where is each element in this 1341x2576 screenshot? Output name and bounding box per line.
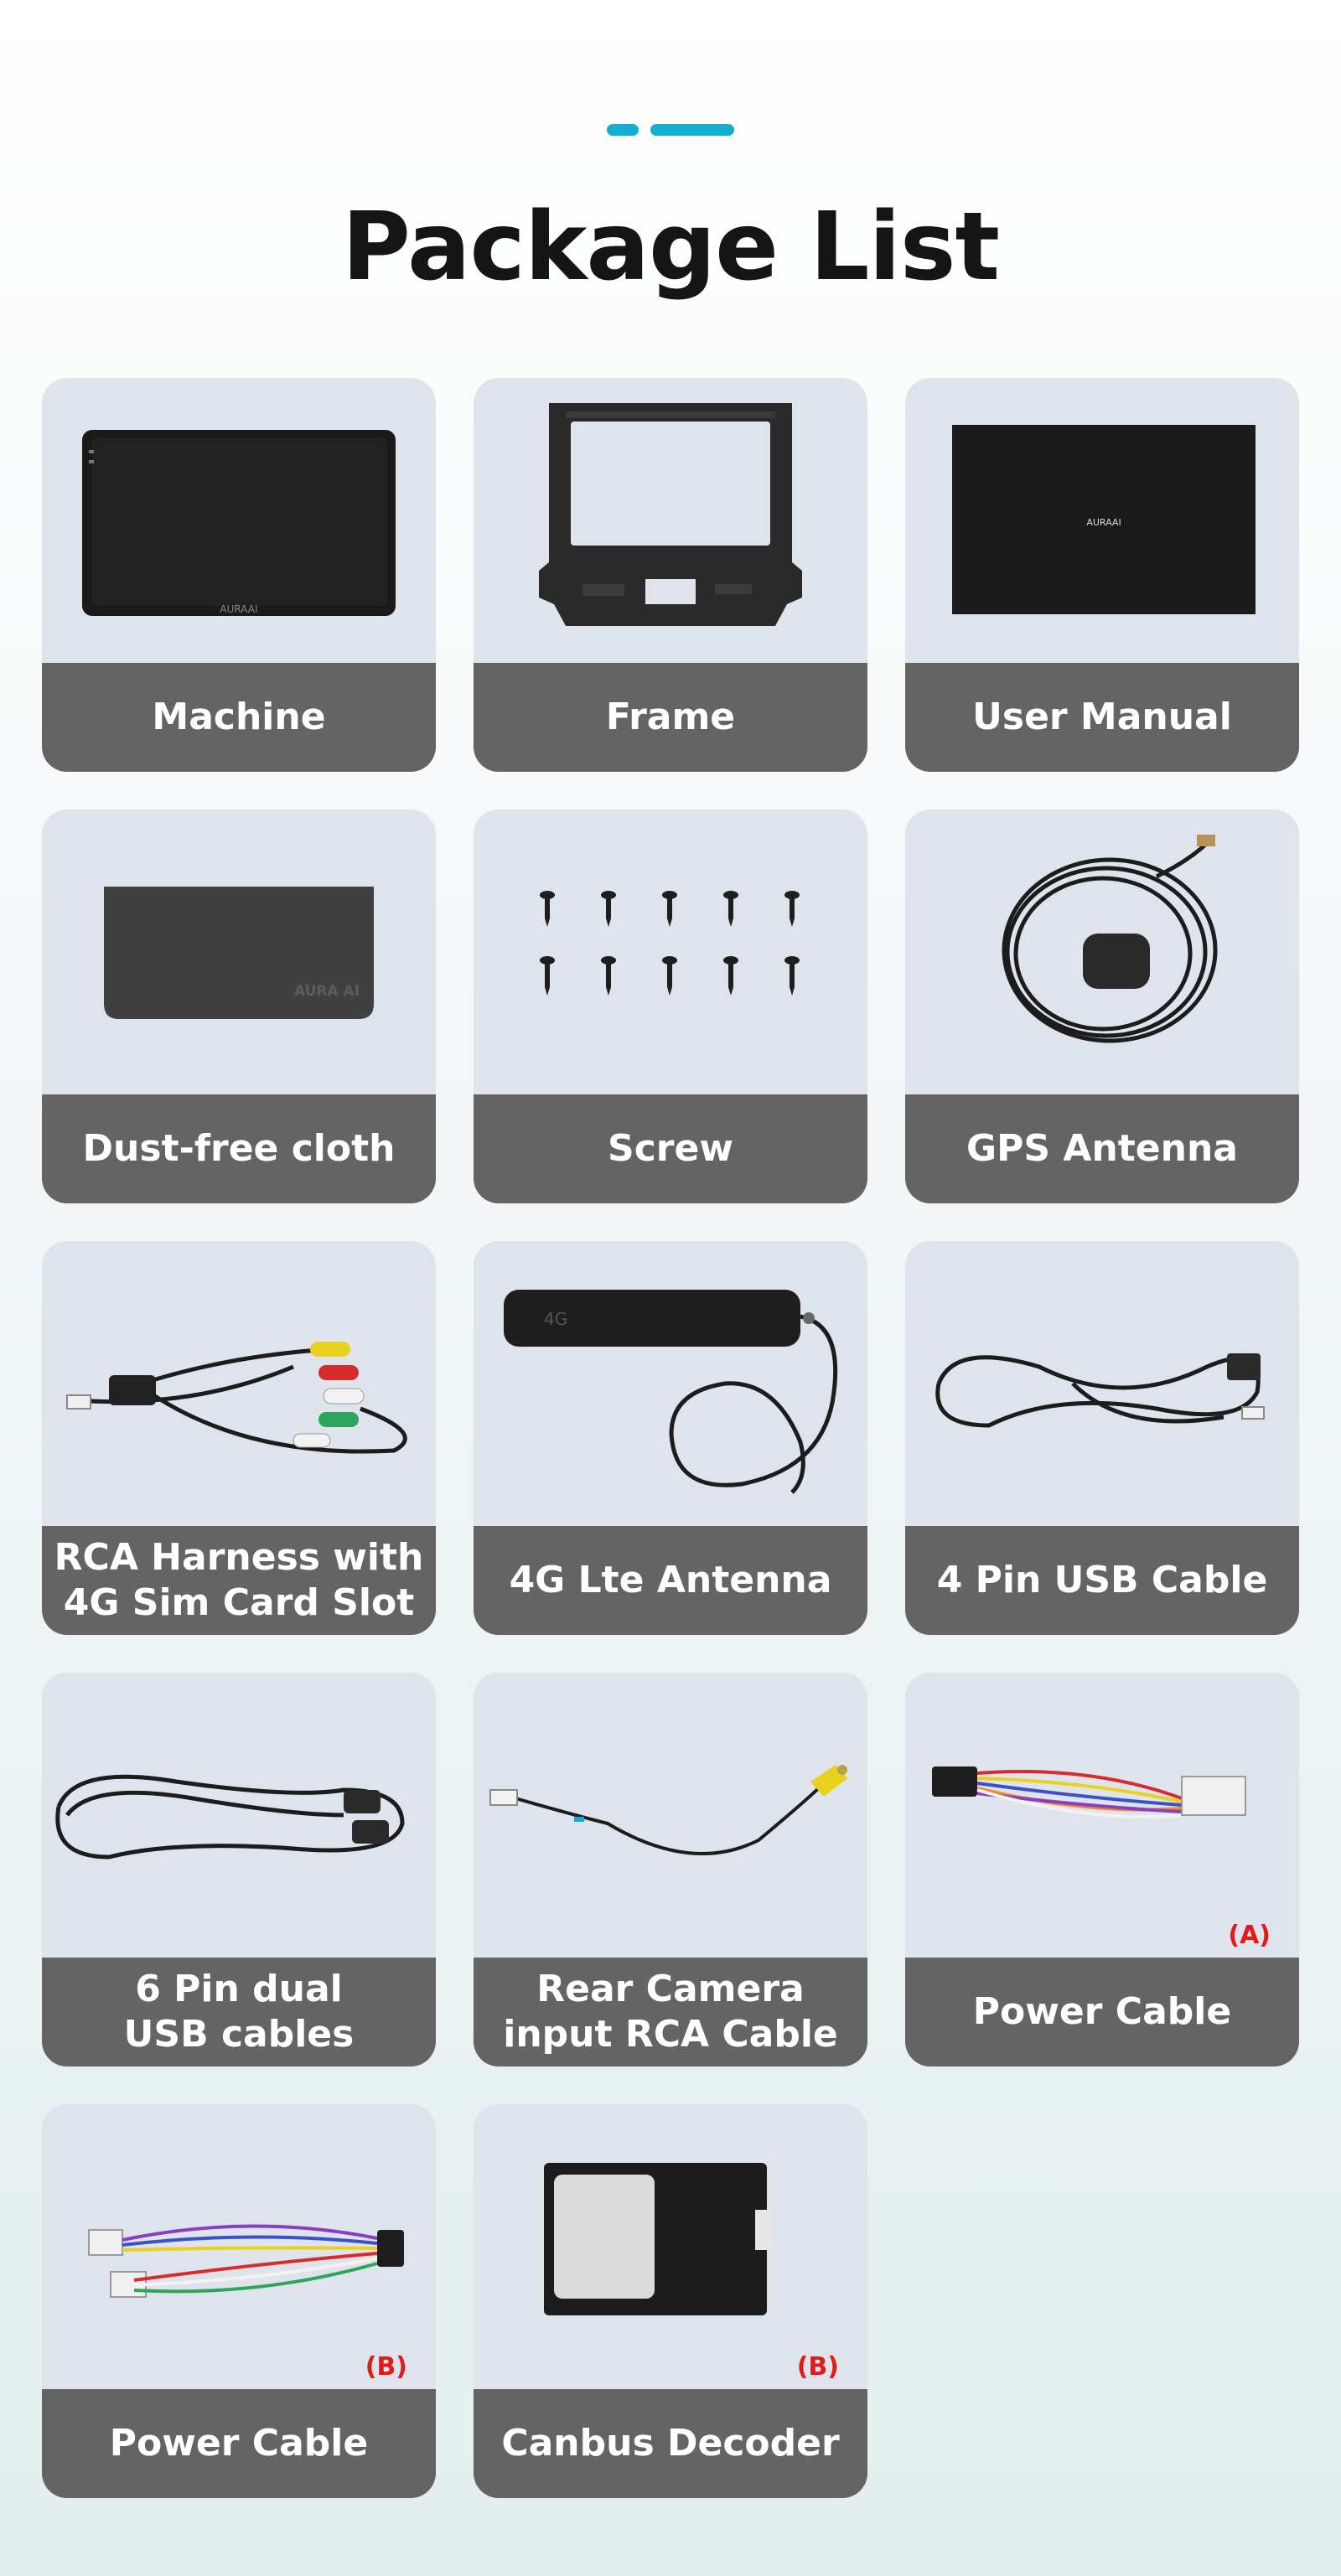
- cloth-brand-text: AURA AI: [294, 983, 360, 1000]
- package-item-rear-camera-rca-cable: Rear Camera input RCA Cable: [474, 1673, 867, 2066]
- variant-tag: (B): [796, 2352, 839, 2382]
- machine-brand-text: AURAAI: [220, 603, 257, 615]
- dash-frame-icon: [539, 403, 802, 626]
- item-label: Screw: [474, 1094, 867, 1203]
- package-item-4-pin-usb-cable: 4 Pin USB Cable: [905, 1241, 1299, 1635]
- item-label: 6 Pin dual USB cables: [42, 1958, 436, 2066]
- item-label: Dust-free cloth: [42, 1094, 436, 1203]
- package-item-frame: Frame: [474, 378, 867, 772]
- variant-tag: (B): [365, 2352, 407, 2382]
- package-item-screw: Screw: [474, 810, 867, 1203]
- page-title: Package List: [341, 193, 1000, 302]
- power-cable-b-icon: [88, 2224, 404, 2298]
- power-cable-a-icon: [932, 1766, 1246, 1818]
- car-stereo-screen-icon: AURAAI: [82, 430, 396, 616]
- lte-mark-text: 4G: [544, 1309, 567, 1329]
- item-label: RCA Harness with 4G Sim Card Slot: [42, 1526, 436, 1635]
- rca-harness-icon: [66, 1342, 407, 1454]
- accent-bar-long: [650, 124, 734, 136]
- accent-bar-short: [607, 124, 639, 136]
- item-label: Canbus Decoder: [474, 2389, 867, 2498]
- manual-box-icon: AURAAI: [952, 425, 1256, 614]
- variant-tag: (A): [1228, 1921, 1271, 1950]
- camera-rca-cable-icon: [489, 1765, 847, 1855]
- item-label: GPS Antenna: [905, 1094, 1299, 1203]
- package-item-gps-antenna: GPS Antenna: [905, 810, 1299, 1203]
- screw-icon: [540, 891, 800, 996]
- manual-brand-text: AURAAI: [1086, 517, 1121, 528]
- package-item-dust-free-cloth: AURA AI Dust-free cloth: [42, 810, 436, 1203]
- package-item-rca-harness: RCA Harness with 4G Sim Card Slot: [42, 1241, 436, 1635]
- package-item-power-cable-a: (A) Power Cable: [905, 1673, 1299, 2066]
- cloth-icon: AURA AI: [104, 887, 374, 1019]
- dual-usb-cable-icon: [55, 1774, 405, 1860]
- package-item-user-manual: AURAAI User Manual: [905, 378, 1299, 772]
- package-item-4g-lte-antenna: 4G 4G Lte Antenna: [474, 1241, 867, 1635]
- item-label: User Manual: [905, 663, 1299, 772]
- item-label: Machine: [42, 663, 436, 772]
- item-label: 4G Lte Antenna: [474, 1526, 867, 1635]
- usb-cable-icon: [935, 1353, 1265, 1428]
- item-label: Power Cable: [42, 2389, 436, 2498]
- item-label: 4 Pin USB Cable: [905, 1526, 1299, 1635]
- item-label: Power Cable: [905, 1958, 1299, 2066]
- package-item-6-pin-dual-usb-cables: 6 Pin dual USB cables: [42, 1673, 436, 2066]
- lte-antenna-icon: 4G: [504, 1290, 838, 1494]
- package-item-canbus-decoder: (B) Canbus Decoder: [474, 2104, 867, 2498]
- canbus-decoder-icon: [544, 2163, 770, 2315]
- item-label: Frame: [474, 663, 867, 772]
- package-item-power-cable-b: (B) Power Cable: [42, 2104, 436, 2498]
- item-label: Rear Camera input RCA Cable: [474, 1958, 867, 2066]
- gps-antenna-icon: [1002, 835, 1218, 1043]
- package-item-machine: AURAAI Machine: [42, 378, 436, 772]
